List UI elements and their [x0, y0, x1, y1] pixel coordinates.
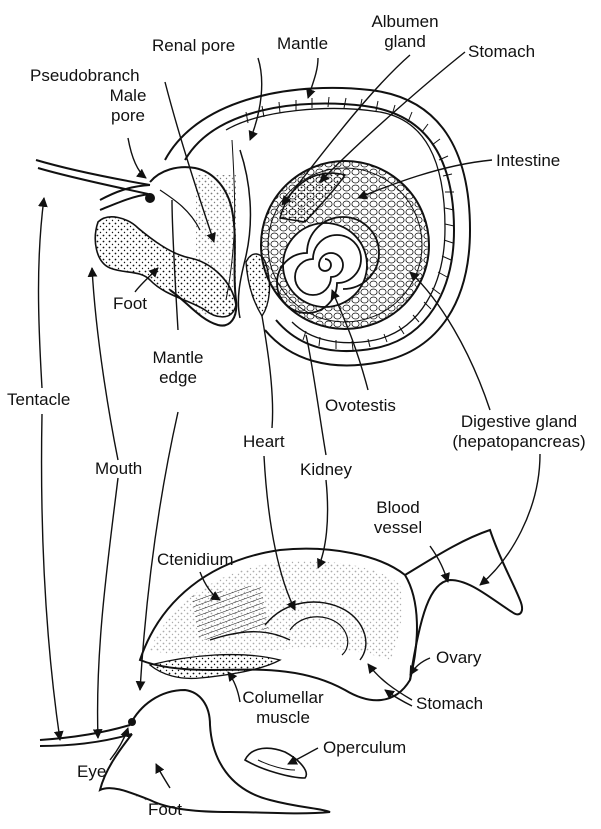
label-foot-top: Foot — [113, 294, 147, 314]
label-stomach-top: Stomach — [468, 42, 535, 62]
label-blood-vessel: Blood vessel — [366, 498, 430, 538]
label-kidney: Kidney — [300, 460, 352, 480]
label-ovotestis: Ovotestis — [325, 396, 396, 416]
label-digestive-gland: Digestive gland (hepatopancreas) — [440, 412, 598, 452]
label-columellar-muscle: Columellar muscle — [234, 688, 332, 728]
label-ovary: Ovary — [436, 648, 481, 668]
label-mantle: Mantle — [277, 34, 328, 54]
label-pseudobranch: Pseudobranch — [30, 66, 140, 86]
lower-body-stipple — [150, 561, 402, 660]
label-renal-pore: Renal pore — [152, 36, 235, 56]
label-ctenidium: Ctenidium — [157, 550, 234, 570]
label-mouth: Mouth — [95, 459, 142, 479]
label-foot-bottom: Foot — [148, 800, 182, 820]
label-eye: Eye — [77, 762, 106, 782]
columellar-muscle-shape — [150, 655, 280, 679]
label-mantle-edge: Mantle edge — [138, 348, 218, 388]
label-operculum: Operculum — [323, 738, 406, 758]
label-intestine: Intestine — [496, 151, 560, 171]
heart-region — [246, 254, 269, 316]
label-male-pore: Male pore — [100, 86, 156, 126]
upper-eye-dot — [145, 193, 155, 203]
upper-tentacles — [36, 160, 150, 210]
label-heart: Heart — [243, 432, 285, 452]
label-tentacle: Tentacle — [7, 390, 70, 410]
label-albumen-gland: Albumen gland — [360, 12, 450, 52]
label-stomach-bottom: Stomach — [416, 694, 483, 714]
lower-eye-dot — [128, 718, 136, 726]
operculum-shape — [245, 748, 306, 778]
